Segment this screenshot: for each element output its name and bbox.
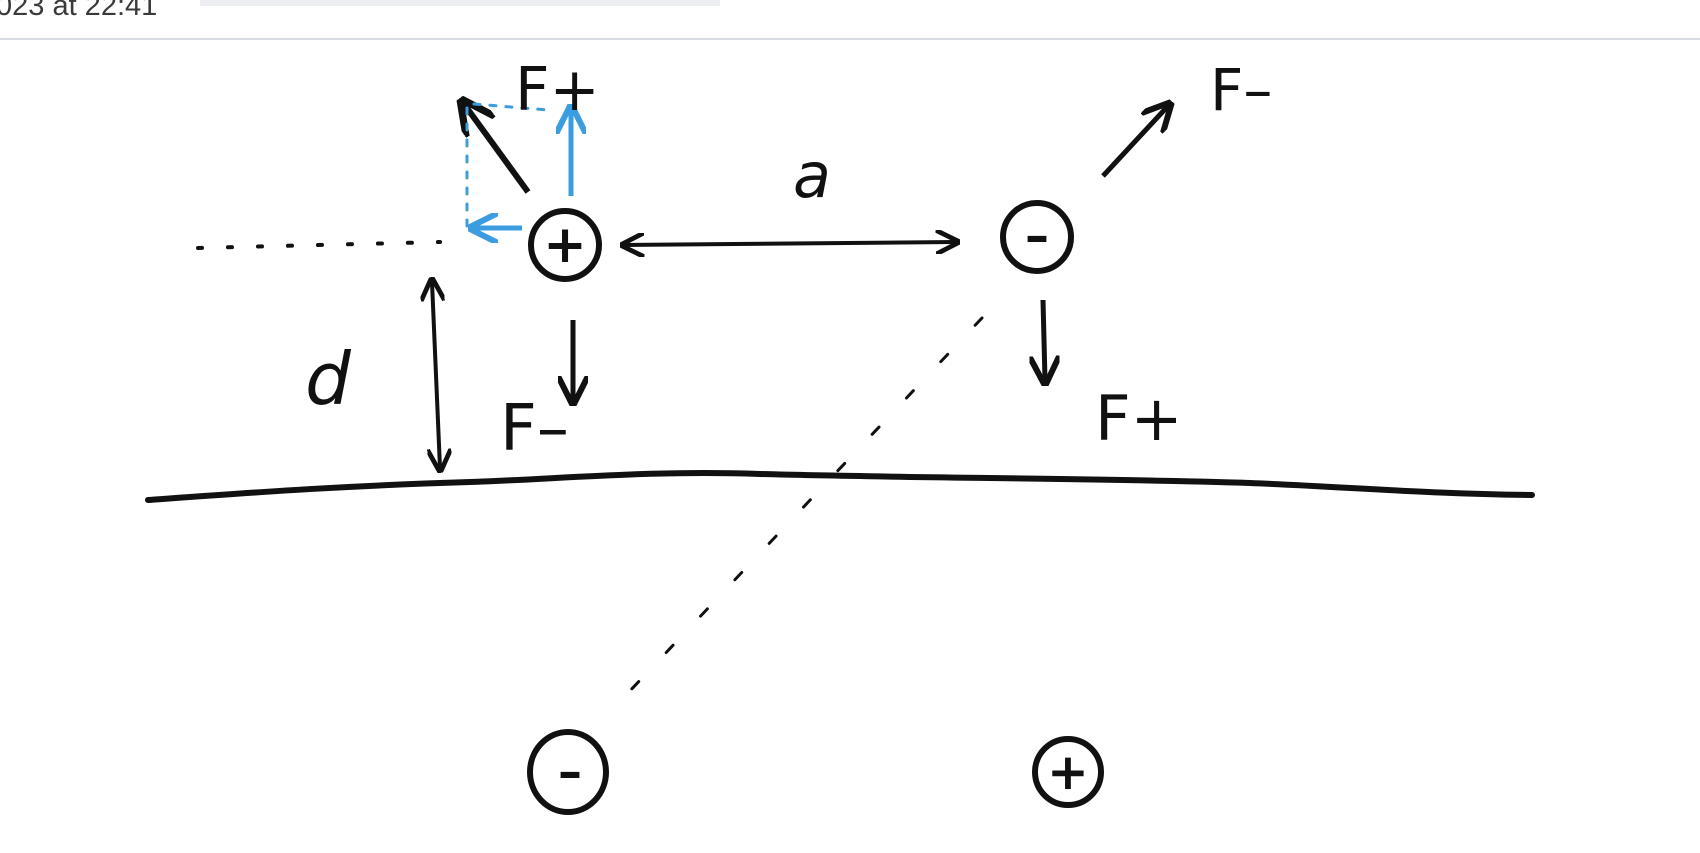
image-charge-left: – [527,729,609,815]
distance-a-arrow [625,242,955,245]
force-minus-bottom-label: F– [500,392,569,466]
charge-top-right-sign: – [1025,208,1049,264]
image-charge-right-sign: + [1047,743,1089,801]
note-timestamp: 023 at 22:41 [0,0,158,22]
charge-top-left: + [528,208,602,282]
image-charge-right: + [1032,736,1104,808]
dotted-reference-line [196,240,442,250]
charge-top-right: – [1000,200,1074,274]
force-minus-top-right-label: F– [1210,56,1272,124]
distance-d-label: d [305,337,352,421]
dashed-line-to-image-charge [608,316,984,714]
note-header: 023 at 22:41 [0,0,1700,40]
component-guide-dashes [465,102,550,230]
distance-a-label: a [793,139,831,212]
resultant-force-arrow [464,104,531,194]
attraction-force-arrow-right [1043,299,1045,380]
charge-top-left-sign: + [543,215,587,275]
force-plus-right-label: F+ [1095,382,1183,455]
conductor-surface-line [145,469,1535,503]
force-plus-top-label: F+ [515,55,600,125]
repulsion-force-arrow-right [1101,106,1168,178]
header-toolbar-shadow [200,0,720,6]
image-charge-left-sign: – [558,744,582,800]
distance-d-arrow [432,282,440,468]
